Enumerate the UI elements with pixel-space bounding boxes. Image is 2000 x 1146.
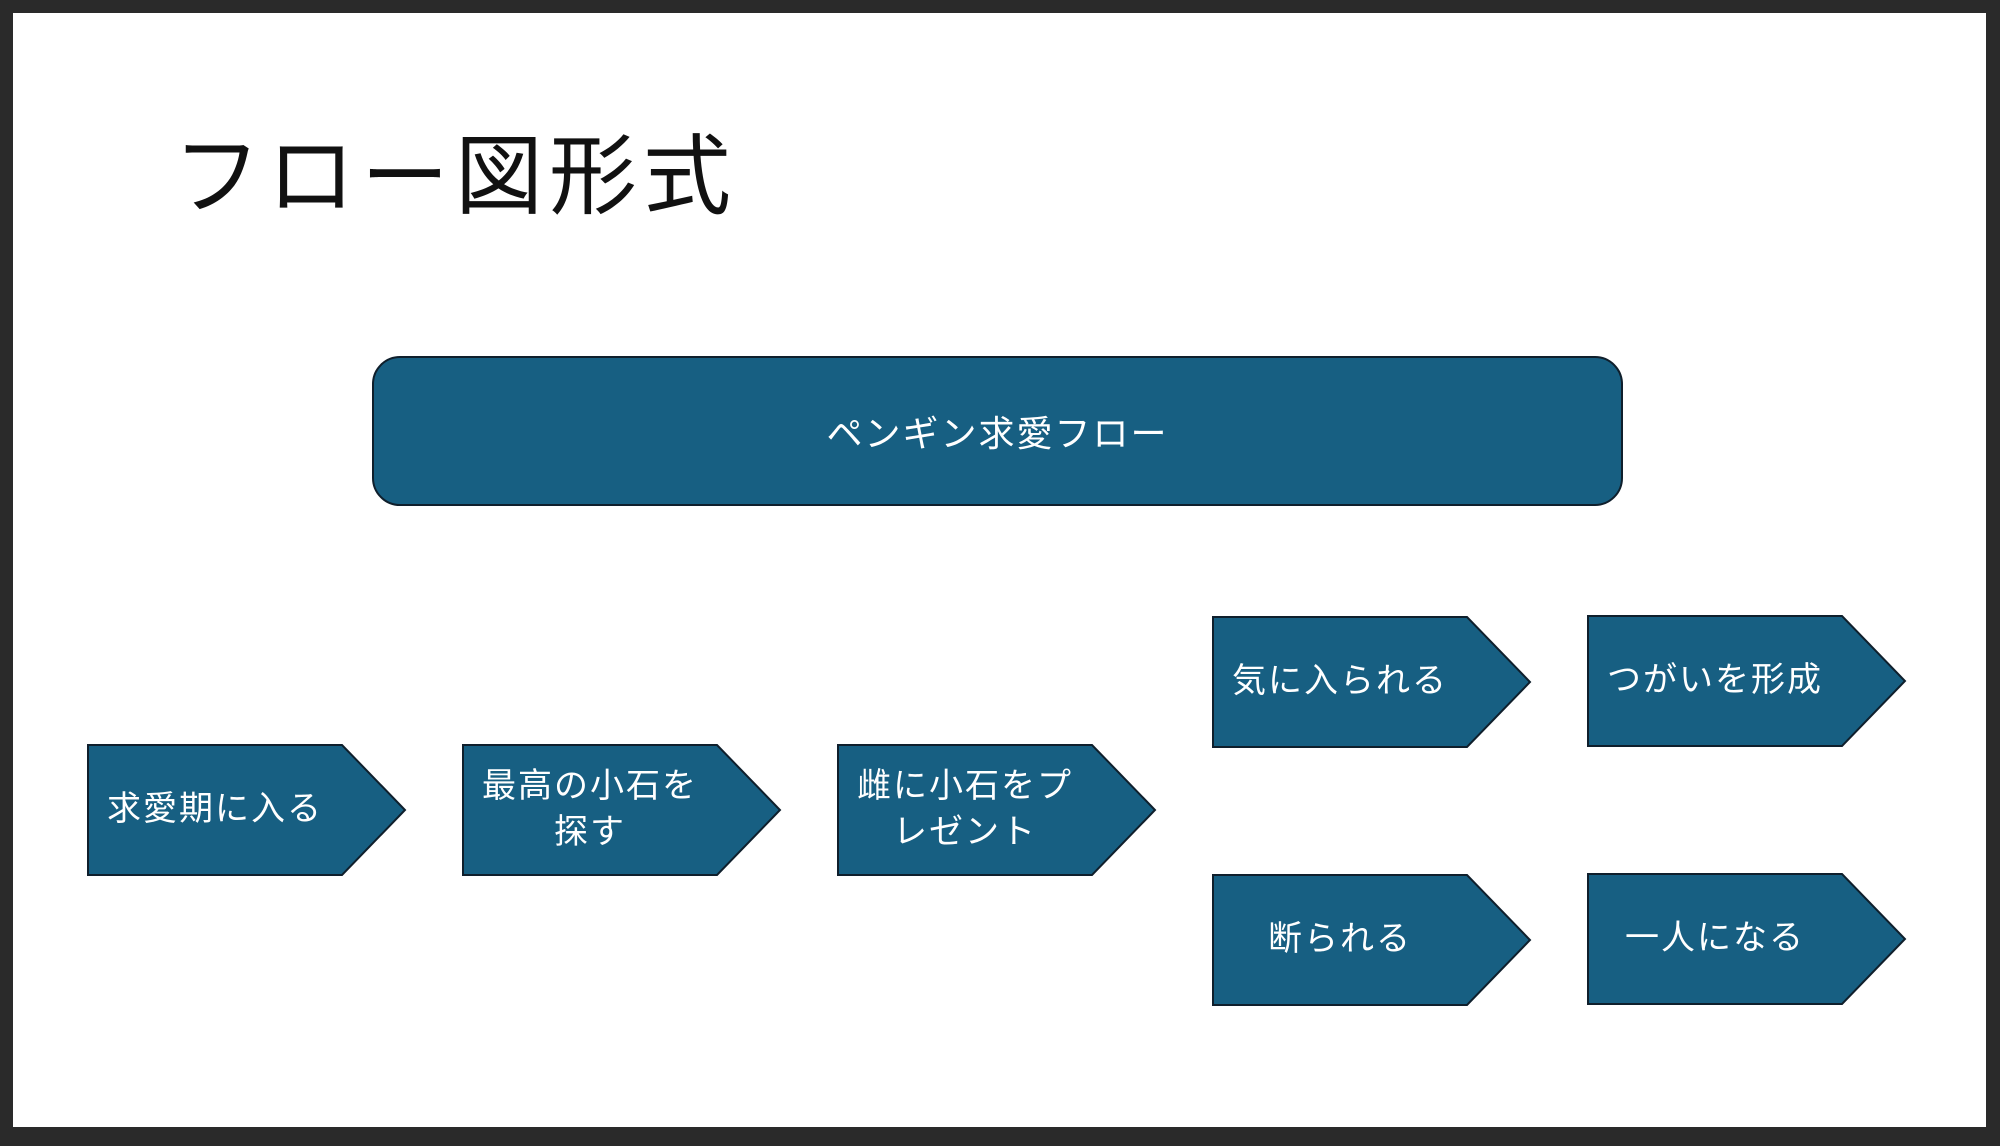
flow-step-present-pebble[interactable]: 雌に小石をプ レゼント [837, 744, 1157, 876]
flow-header-label: ペンギン求愛フロー [826, 414, 1169, 455]
flow-step-label: 断られる [1268, 919, 1412, 960]
flow-step-label: 気に入られる [1232, 661, 1448, 702]
slide-title[interactable]: フロー図形式 [173, 125, 738, 228]
slide-canvas: フロー図形式 ペンギン求愛フロー 求愛期に入る 最高の小石を 探す 雌に小石をプ… [13, 13, 1986, 1127]
pentagon-arrow-shape [1587, 873, 1907, 1005]
flow-step-label: 雌に小石をプ レゼント [857, 766, 1073, 852]
flow-header-box[interactable]: ペンギン求愛フロー [372, 356, 1623, 506]
flow-step-label: つがいを形成 [1607, 660, 1823, 701]
pentagon-arrow-shape [87, 744, 407, 876]
pentagon-arrow-shape [1212, 616, 1532, 748]
flow-step-label: 求愛期に入る [107, 789, 323, 830]
flow-step-accepted[interactable]: 気に入られる [1212, 616, 1532, 748]
flow-step-rejected[interactable]: 断られる [1212, 874, 1532, 1006]
flow-step-find-pebble[interactable]: 最高の小石を 探す [462, 744, 782, 876]
pentagon-arrow-shape [1212, 874, 1532, 1006]
flow-step-alone[interactable]: 一人になる [1587, 873, 1907, 1005]
flow-step-form-pair[interactable]: つがいを形成 [1587, 615, 1907, 747]
flow-step-enter-courtship[interactable]: 求愛期に入る [87, 744, 407, 876]
flow-step-label: 一人になる [1625, 918, 1805, 959]
pentagon-arrow-shape [837, 744, 1157, 876]
pentagon-arrow-shape [462, 744, 782, 876]
pentagon-arrow-shape [1587, 615, 1907, 747]
flow-step-label: 最高の小石を 探す [482, 766, 698, 852]
